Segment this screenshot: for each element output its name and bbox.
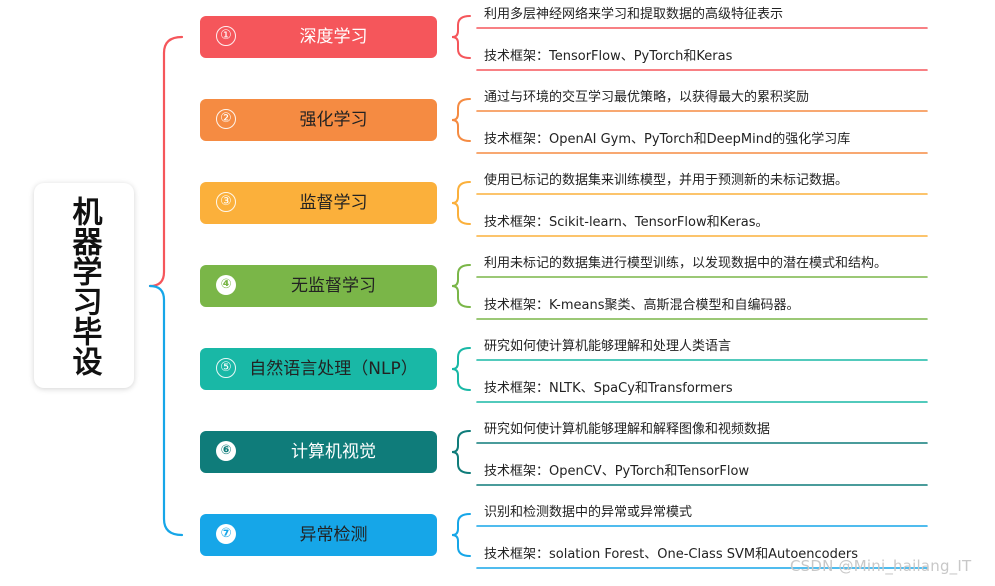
topic-label: 自然语言处理（NLP） [249,359,418,379]
topic-label: 计算机视觉 [291,442,376,462]
topic-bracket [451,264,471,308]
detail-text: 技术框架：NLTK、SpaCy和Transformers [484,381,733,396]
detail-text: 研究如何使计算机能够理解和处理人类语言 [484,339,732,354]
detail-text: 技术框架：OpenCV、PyTorch和TensorFlow [484,464,750,479]
topic-bracket [451,15,471,59]
detail-text: 技术框架：Scikit-learn、TensorFlow和Keras。 [484,215,769,230]
topic-bracket [451,98,471,142]
detail-text: 技术框架：TensorFlow、PyTorch和Keras [484,49,733,64]
topic-number: ② [216,109,236,129]
watermark: CSDN @Mini_hailang_IT [790,557,972,575]
topic-bracket [451,181,471,225]
topic-node: ① 深度学习 [200,16,437,58]
topic-number: ⑤ [216,358,236,378]
topic-node: ⑥ 计算机视觉 [200,431,437,473]
detail-text: 使用已标记的数据集来训练模型，并用于预测新的未标记数据。 [484,173,849,188]
topic-node: ⑦ 异常检测 [200,514,437,556]
detail-text: 利用多层神经网络来学习和提取数据的高级特征表示 [484,7,784,22]
detail-text: 识别和检测数据中的异常或异常模式 [484,505,693,520]
topic-bracket [451,513,471,557]
topic-number: ⑥ [216,441,236,461]
topic-node: ③ 监督学习 [200,182,437,224]
root-bracket-lower [148,284,184,537]
topic-label: 无监督学习 [291,276,376,296]
detail-text: 研究如何使计算机能够理解和解释图像和视频数据 [484,422,771,437]
topic-node: ④ 无监督学习 [200,265,437,307]
detail-text: 技术框架：OpenAI Gym、PyTorch和DeepMind的强化学习库 [484,132,851,147]
topic-node: ② 强化学习 [200,99,437,141]
topic-bracket [451,347,471,391]
topic-node: ⑤ 自然语言处理（NLP） [200,348,437,390]
root-title: 机器学习毕设 [66,196,102,376]
topic-number: ④ [216,275,236,295]
detail-text: 技术框架：solation Forest、One-Class SVM和Autoe… [484,547,858,562]
root-bracket-upper [148,35,184,288]
topic-label: 监督学习 [299,193,368,213]
detail-text: 利用未标记的数据集进行模型训练，以发现数据中的潜在模式和结构。 [484,256,888,271]
topic-number: ③ [216,192,236,212]
topic-number: ⑦ [216,524,236,544]
topic-label: 强化学习 [299,110,368,130]
root-node: 机器学习毕设 [34,183,134,388]
detail-text: 技术框架：K-means聚类、高斯混合模型和自编码器。 [484,298,800,313]
topic-label: 异常检测 [299,525,368,545]
topic-number: ① [216,26,236,46]
topic-bracket [451,430,471,474]
detail-text: 通过与环境的交互学习最优策略，以获得最大的累积奖励 [484,90,810,105]
topic-label: 深度学习 [299,27,368,47]
